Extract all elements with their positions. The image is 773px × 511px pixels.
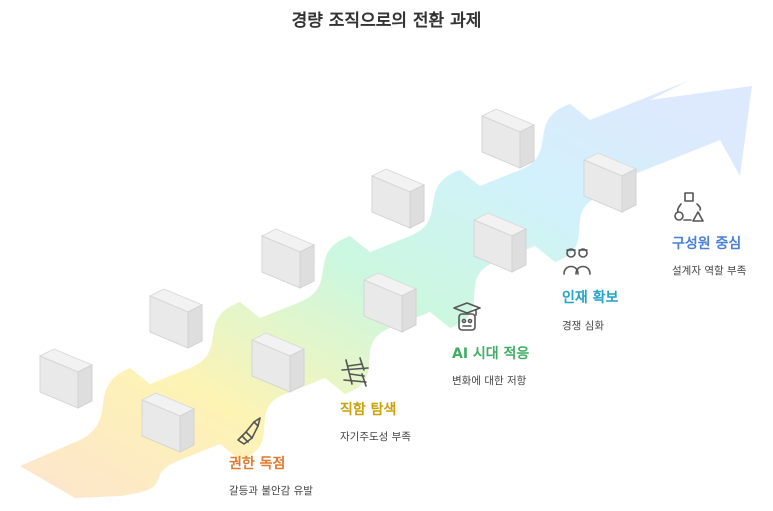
- robot-graduate-icon: [453, 302, 481, 331]
- step-title: 구성원 중심: [672, 236, 742, 252]
- support-block-right: [250, 332, 306, 393]
- hand-holding-tool-icon: [237, 417, 261, 445]
- broken-ladder-icon: [341, 357, 369, 387]
- support-block-left: [370, 168, 426, 229]
- support-block-left: [38, 348, 94, 409]
- step-title: 직함 탐색: [340, 402, 397, 418]
- step-description: 자기주도성 부족: [340, 431, 411, 443]
- team-people-icon: [563, 248, 591, 275]
- step-description: 변화에 대한 저항: [452, 375, 527, 387]
- step-title: 권한 독점: [229, 456, 286, 472]
- support-block-right: [472, 212, 528, 273]
- support-block-left: [260, 228, 316, 289]
- support-block-left: [480, 108, 536, 169]
- step-description: 경쟁 심화: [562, 320, 604, 332]
- step-description: 갈등과 불안감 유발: [229, 485, 313, 497]
- shapes-network-icon: [674, 192, 704, 222]
- support-block-right: [362, 272, 418, 333]
- diagram-title: 경량 조직으로의 전환 과제: [291, 11, 482, 31]
- support-block-right: [582, 152, 638, 213]
- support-block-right: [140, 392, 196, 453]
- step-description: 설계자 역할 부족: [672, 265, 747, 277]
- step-title: 인재 확보: [562, 290, 619, 306]
- support-block-left: [148, 288, 204, 349]
- step-title: AI 시대 적응: [452, 346, 530, 362]
